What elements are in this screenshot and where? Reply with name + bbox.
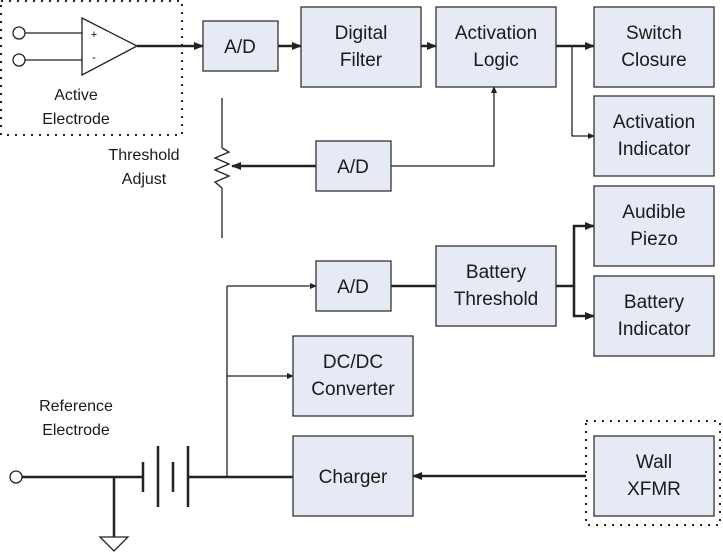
battery-icon: [141, 446, 190, 507]
reference-terminal: [9, 470, 23, 484]
active-electrode-boundary: [0, 0, 183, 136]
svg-text:A/D: A/D: [224, 37, 256, 58]
svg-text:Charger: Charger: [319, 467, 388, 488]
ad-converter-block-3: A/D: [315, 260, 392, 312]
charger-block: Charger: [292, 435, 414, 517]
input-terminal-minus: [12, 53, 26, 67]
ad-converter-block-1: A/D: [202, 20, 279, 72]
svg-text:A/D: A/D: [337, 157, 369, 178]
wall-xfmr-boundary: [585, 420, 721, 526]
potentiometer-icon: [213, 98, 231, 238]
ground-icon: [98, 536, 130, 552]
opamp-minus-label: -: [92, 52, 96, 64]
opamp-icon: [81, 16, 139, 77]
svg-text:A/D: A/D: [337, 277, 369, 298]
opamp-plus-label: +: [91, 29, 97, 41]
input-terminal-plus: [12, 26, 26, 40]
ad-converter-block-2: A/D: [315, 140, 392, 192]
